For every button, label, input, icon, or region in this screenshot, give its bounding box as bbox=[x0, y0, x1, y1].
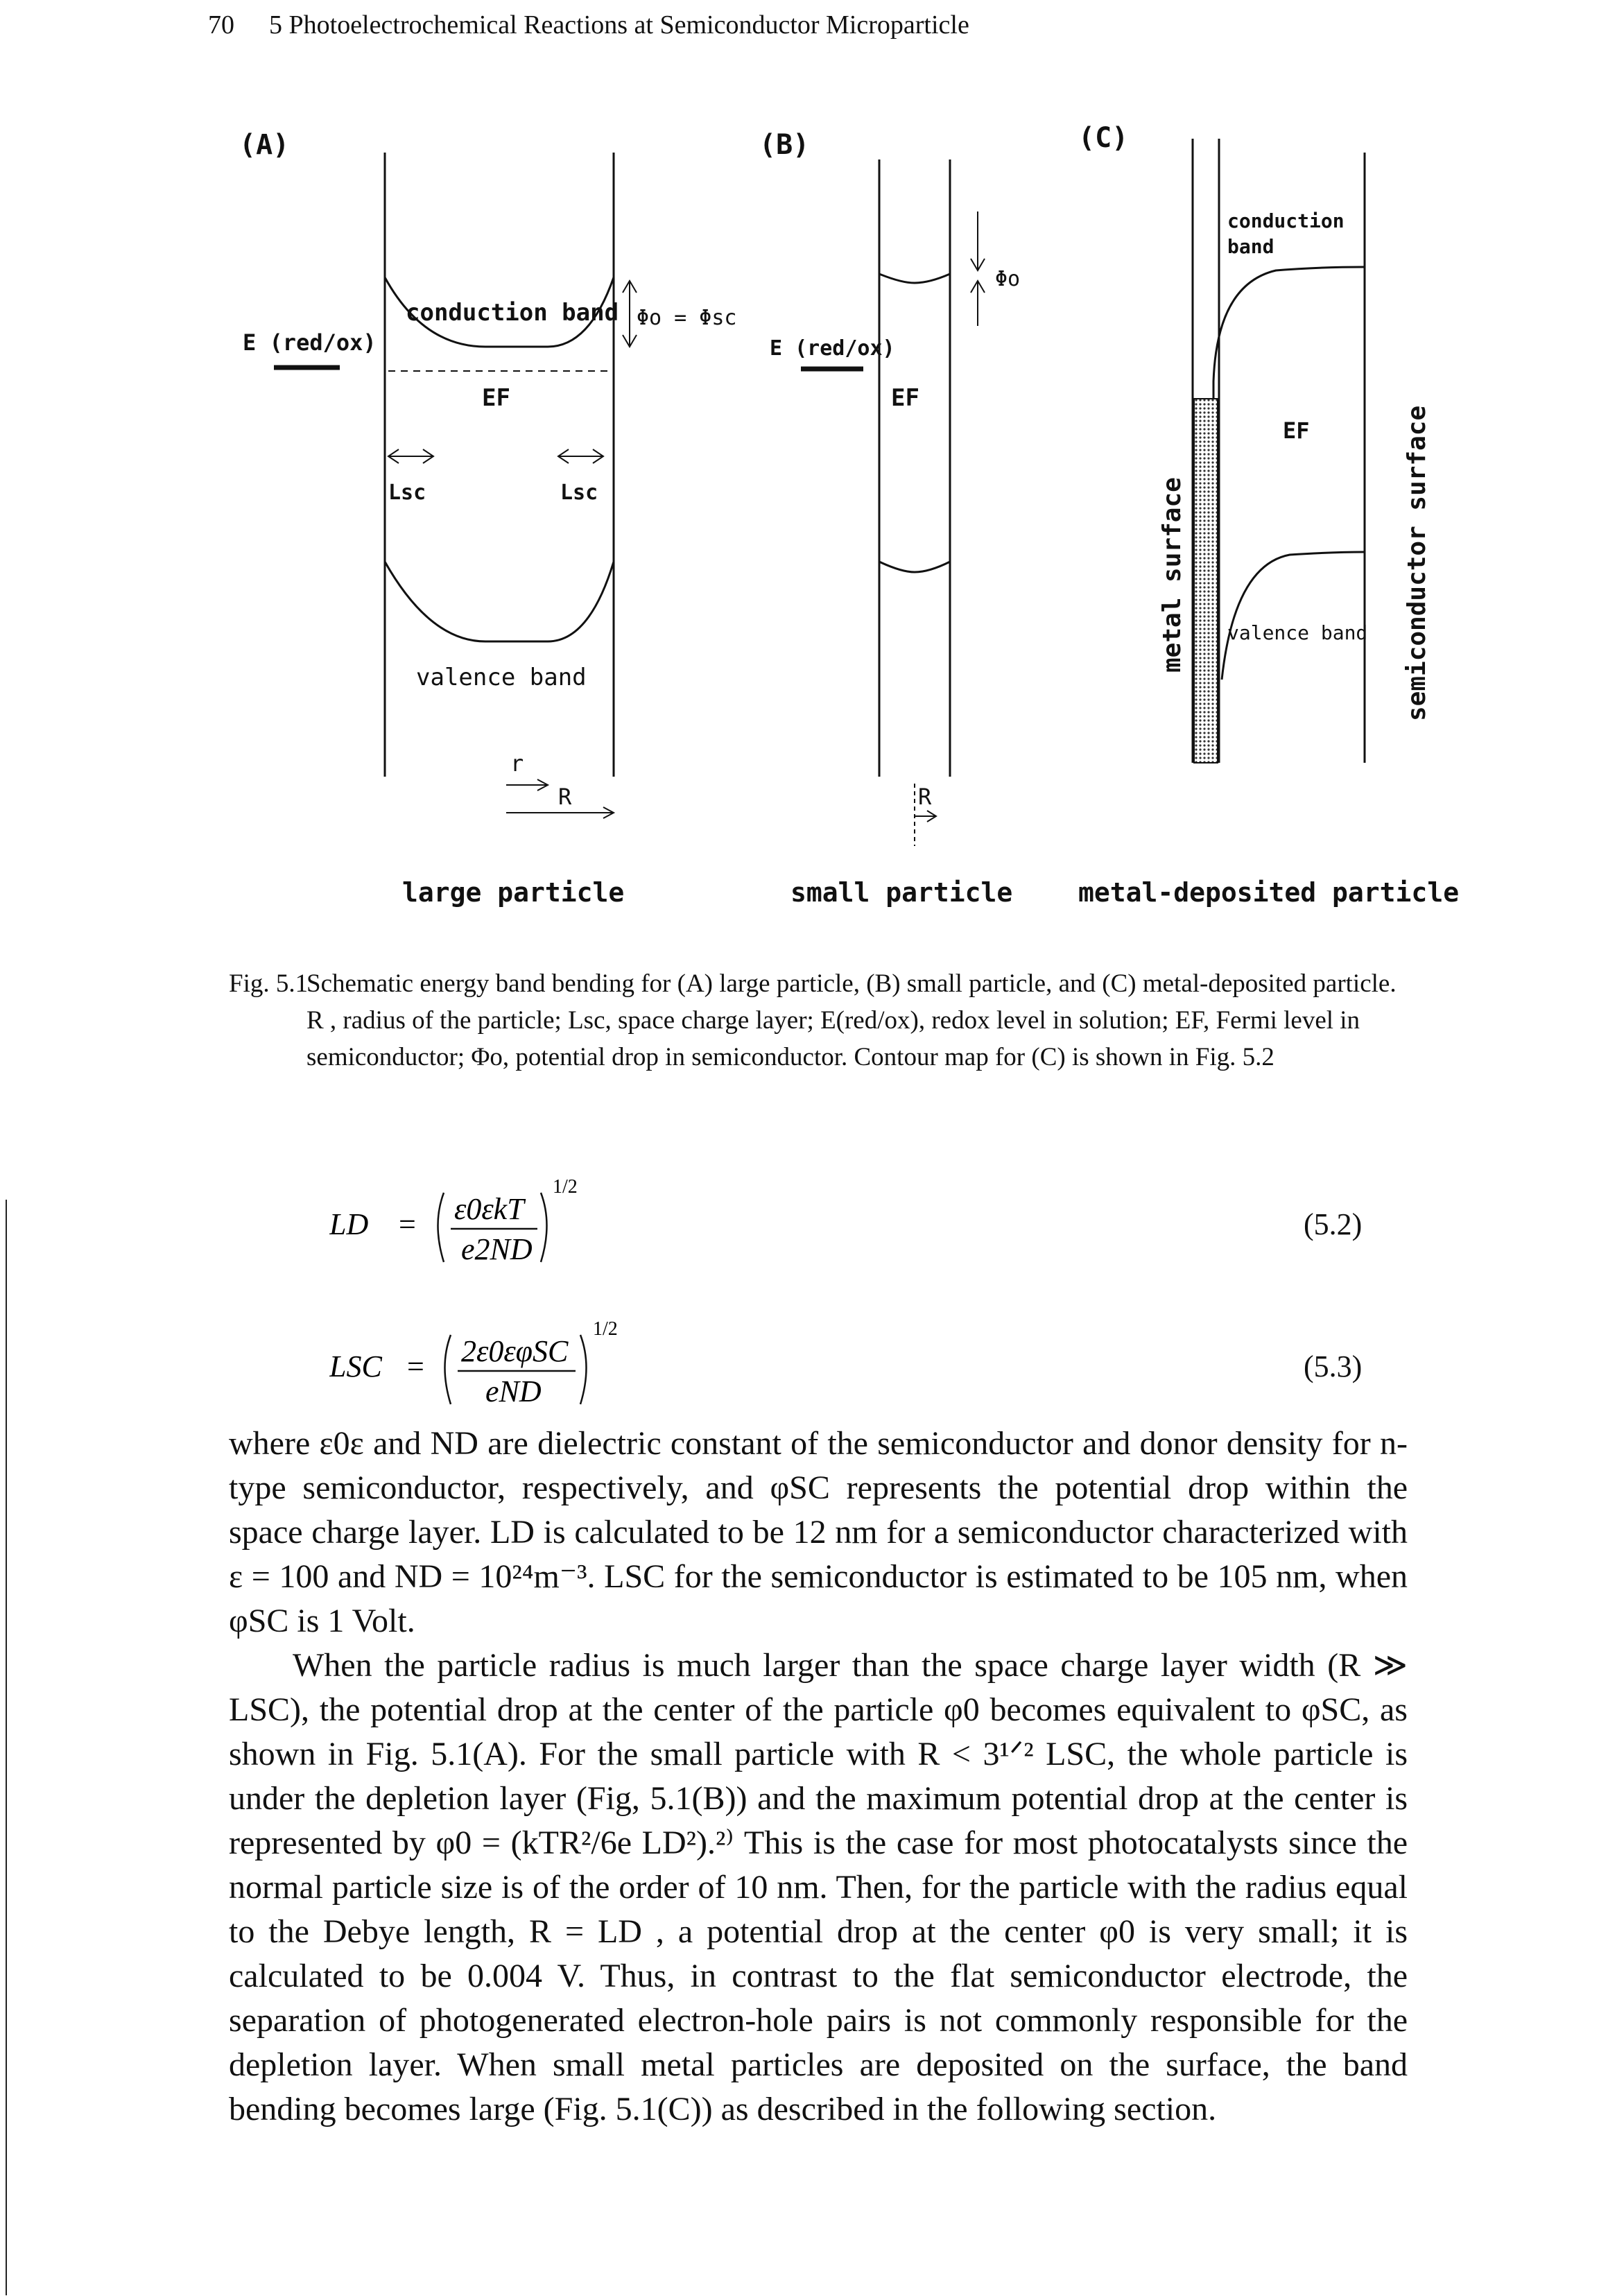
eq2-num: 2ε0εφSC bbox=[461, 1334, 569, 1368]
equation-5-2: LD = ε0εkT e2ND 1/2 bbox=[329, 1172, 745, 1269]
panel-c-valence-band bbox=[1220, 551, 1365, 680]
panel-a-valence-band bbox=[383, 561, 615, 643]
figure-5-1: (A) E (red/ox) conduction band Φo = Φsc … bbox=[0, 111, 1599, 943]
panel-a-r-label: r bbox=[510, 750, 524, 777]
eq2-lhs: LSC bbox=[329, 1349, 382, 1383]
paragraph-2: When the particle radius is much larger … bbox=[229, 1647, 1408, 2127]
eq1-lhs: LD bbox=[329, 1207, 368, 1241]
panel-c-metal-layer bbox=[1193, 398, 1218, 763]
band-diagram: (A) E (red/ox) conduction band Φo = Φsc … bbox=[239, 122, 1459, 908]
panel-c-valence-label: valence band bbox=[1227, 621, 1367, 644]
panel-a-valence-label: valence band bbox=[416, 664, 587, 691]
panel-a-caption: large particle bbox=[402, 877, 624, 908]
panel-c-caption: metal-deposited particle bbox=[1078, 877, 1459, 908]
panel-a-label: (A) bbox=[239, 129, 289, 161]
svg-text:=: = bbox=[399, 1207, 416, 1241]
panel-b-label: (B) bbox=[759, 129, 809, 161]
panel-c-label: (C) bbox=[1078, 122, 1128, 154]
panel-a-conduction-band bbox=[383, 277, 615, 348]
panel-a-lsc-right: Lsc bbox=[560, 481, 598, 505]
paragraph-1: where ε0ε and ND are dielectric constant… bbox=[229, 1425, 1408, 1639]
panel-b-R-label: R bbox=[918, 784, 932, 810]
eqnum-5-3: (5.3) bbox=[1304, 1349, 1363, 1383]
panel-b-phi-label: Φo bbox=[995, 267, 1020, 291]
panel-b-valence-band bbox=[879, 560, 951, 573]
svg-text:=: = bbox=[407, 1349, 424, 1383]
panel-a-e-redox: E (red/ox) bbox=[243, 329, 377, 356]
panel-a-R-label: R bbox=[558, 784, 572, 810]
panel-a-conduction-label: conduction band bbox=[406, 299, 619, 327]
running-head: 70 5 Photoelectrochemical Reactions at S… bbox=[0, 0, 1599, 55]
panel-c-metal-surface: metal surface bbox=[1158, 477, 1186, 673]
eq2-exp: 1/2 bbox=[593, 1318, 618, 1340]
panel-c-semiconductor-surface: semiconductor surface bbox=[1403, 406, 1431, 721]
panel-b-conduction-band bbox=[879, 273, 951, 284]
panel-b-caption: small particle bbox=[790, 877, 1012, 908]
eq1-exp: 1/2 bbox=[553, 1176, 578, 1198]
body-text: where ε0ε and ND are dielectric constant… bbox=[229, 1422, 1408, 2132]
panel-a-ef-label: EF bbox=[482, 384, 510, 412]
margin-rule bbox=[6, 1200, 7, 2295]
page-number: 70 bbox=[208, 10, 234, 40]
panel-b-ef-label: EF bbox=[891, 384, 919, 412]
panel-a-phi-label: Φo = Φsc bbox=[637, 306, 737, 330]
caption-text: Schematic energy band bending for (A) la… bbox=[306, 969, 1397, 1071]
panel-b-e-redox: E (red/ox) bbox=[770, 336, 895, 361]
caption-label: Fig. 5.1 bbox=[229, 969, 309, 998]
eqnum-5-2: (5.2) bbox=[1304, 1207, 1363, 1241]
panel-c-ef-label: EF bbox=[1283, 417, 1310, 444]
eq2-den: eND bbox=[485, 1374, 542, 1408]
panel-c-conduction-band bbox=[1212, 266, 1365, 485]
equation-5-3: LSC = 2ε0εφSC eND 1/2 bbox=[329, 1314, 745, 1411]
chapter-title: 5 Photoelectrochemical Reactions at Semi… bbox=[269, 10, 969, 40]
eq1-num: ε0εkT bbox=[454, 1192, 526, 1226]
panel-a-lsc-left: Lsc bbox=[388, 481, 426, 505]
eq1-den: e2ND bbox=[461, 1232, 533, 1266]
